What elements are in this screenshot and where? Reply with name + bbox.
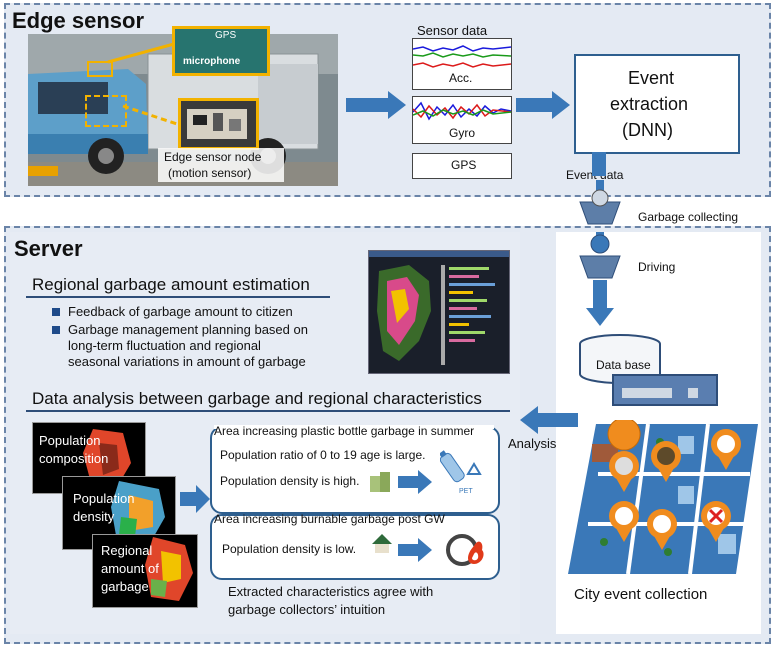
database-label: Data base	[596, 358, 651, 372]
insight1-arrow-shaft	[398, 476, 420, 488]
map1-blob	[83, 429, 131, 487]
gps-microphone-inset: GPS microphone	[172, 26, 270, 76]
gyro-waveform	[412, 101, 512, 121]
map-regional-garbage: Regional amount of garbage	[92, 534, 198, 608]
analysis-software-screenshot	[368, 250, 510, 374]
map3-label-1: Regional	[101, 543, 153, 558]
server-rack-icon	[612, 374, 718, 406]
regional-header-rule	[26, 296, 330, 298]
insight1-title: Area increasing plastic bottle garbage i…	[214, 424, 475, 438]
insight1-arrow-head	[418, 470, 432, 494]
map1-label-2: composition	[39, 451, 109, 466]
pet-bottle-icon	[440, 450, 482, 483]
buildings-icon	[370, 472, 390, 492]
insight1-title-bg	[214, 425, 494, 429]
truck-to-sensor-arrow-head	[388, 91, 406, 119]
driving-label: Driving	[638, 260, 676, 274]
microphone-label: microphone	[183, 56, 241, 67]
data-analysis-rule	[26, 410, 510, 412]
burnable-garbage-icon	[446, 534, 484, 566]
to-db-arrow-shaft	[593, 280, 607, 310]
node-label-line1: Edge sensor node	[164, 150, 262, 164]
insight1-line1: Population ratio of 0 to 19 age is large…	[220, 448, 426, 462]
sensor-node-inset	[178, 98, 259, 150]
data-analysis-header: Data analysis between garbage and region…	[32, 389, 482, 408]
acc-label: Acc.	[449, 71, 473, 85]
event-extraction-box	[574, 54, 740, 154]
insight2-arrow-head	[418, 538, 432, 562]
insight2-line1: Population density is low.	[222, 542, 357, 556]
house-icon	[372, 534, 392, 553]
map2-blob	[111, 481, 165, 545]
map3-label-2: amount of	[101, 561, 159, 576]
bullet-planning-line3: seasonal variations in amount of garbage	[68, 354, 306, 369]
event-line2: extraction	[610, 94, 689, 114]
event-line1: Event	[628, 68, 675, 88]
event-line3: (DNN)	[622, 120, 673, 140]
edge-sensor-title: Edge sensor	[12, 8, 145, 33]
analysis-arrow-shaft	[538, 413, 578, 427]
gyro-label: Gyro	[449, 126, 476, 140]
software-map-view	[369, 251, 509, 365]
sensor-data-header: Sensor data	[417, 23, 488, 38]
garbage-collecting-label: Garbage collecting	[638, 210, 739, 224]
node-label-bg	[158, 148, 284, 182]
sensor-to-dnn-arrow-shaft	[516, 98, 554, 112]
collecting-sensor-icon	[579, 180, 621, 225]
map3-blob	[145, 537, 193, 601]
gps-data-label: GPS	[451, 158, 477, 172]
cab-sensor-highlight	[85, 95, 127, 127]
conclusion-line2: garbage collectors’ intuition	[228, 602, 386, 617]
maps-to-insights-arrow-head	[196, 485, 210, 513]
maps-to-insights-arrow-shaft	[180, 492, 198, 506]
circuit-board-icon	[187, 109, 247, 139]
map2-label-1: Population	[73, 491, 135, 506]
gps-data-box: GPS	[412, 153, 512, 179]
insight1-line2: Population density is high.	[220, 474, 360, 488]
server-title: Server	[14, 236, 83, 261]
conclusion-line1: Extracted characteristics agree with	[228, 584, 434, 599]
map-population-density: Population density	[62, 476, 176, 550]
highlight-connectors	[107, 42, 181, 127]
gps-label: GPS	[215, 30, 237, 41]
pet-label: PET	[459, 488, 473, 495]
gyro-chart-box: Gyro	[412, 96, 512, 144]
insight-burnable	[210, 514, 500, 580]
roof-sensor-highlight	[87, 61, 113, 77]
city-event-label: City event collection	[574, 586, 708, 603]
regional-estimation-header: Regional garbage amount estimation	[32, 275, 310, 294]
to-db-arrow-head	[586, 308, 614, 326]
insight2-arrow-shaft	[398, 544, 420, 556]
bullet-planning: Garbage management planning based on	[52, 322, 308, 337]
bullet-planning-line2: long-term fluctuation and regional	[68, 338, 261, 353]
driving-sensor-icon	[579, 232, 621, 279]
acc-waveform	[412, 45, 512, 68]
insight2-title: Area increasing burnable garbage post GW	[214, 512, 445, 526]
bullet-feedback: Feedback of garbage amount to citizen	[52, 304, 293, 319]
map3-label-3: garbage	[101, 579, 149, 594]
dnn-down-arrow-shaft	[592, 152, 606, 176]
analysis-arrow-head	[520, 406, 538, 434]
map2-label-2: density	[73, 509, 115, 524]
sensor-to-dnn-arrow-head	[552, 91, 570, 119]
acc-chart-box: Acc.	[412, 38, 512, 90]
node-label-line2: (motion sensor)	[168, 166, 252, 180]
truck-to-sensor-arrow-shaft	[346, 98, 390, 112]
analysis-label: Analysis	[508, 436, 557, 451]
location-pins	[607, 420, 741, 550]
map1-label-1: Population	[39, 433, 101, 448]
